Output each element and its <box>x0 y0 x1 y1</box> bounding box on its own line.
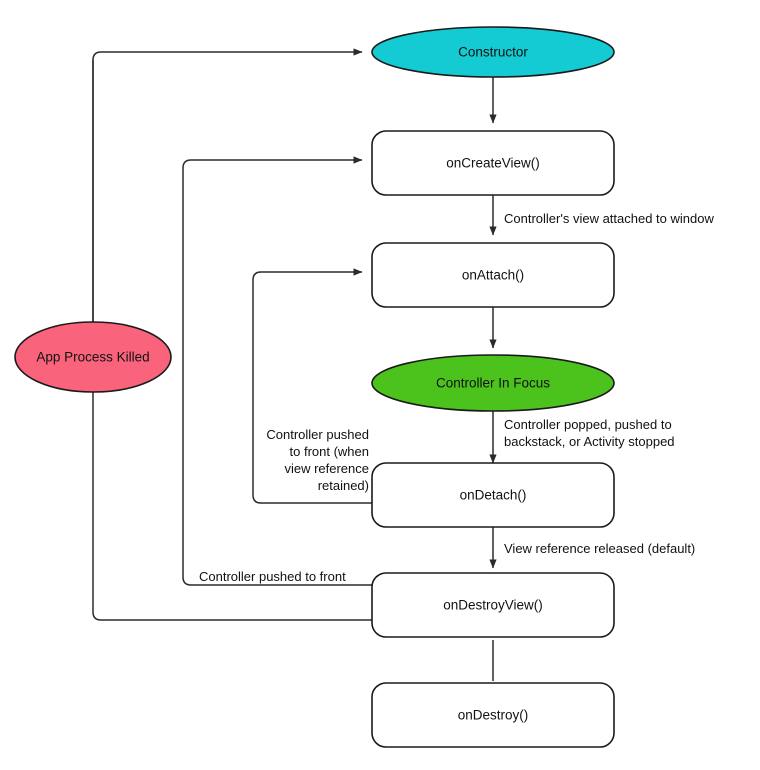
node-oncreateview-label: onCreateView() <box>446 156 540 171</box>
node-app-process-killed-label: App Process Killed <box>36 350 149 365</box>
node-ondestroyview-label: onDestroyView() <box>443 598 543 613</box>
node-ondetach-shape[interactable] <box>371 462 615 528</box>
node-constructor-shape[interactable] <box>371 26 615 78</box>
edge-label-popped-line1: Controller popped, pushed to <box>504 417 672 432</box>
node-controller-in-focus-shape[interactable] <box>371 354 615 412</box>
node-controller-in-focus[interactable]: Controller In Focus <box>371 354 615 412</box>
node-oncreateview-shape[interactable] <box>371 130 615 196</box>
edge-label-pushed-retained-line2: to front (when <box>290 444 370 459</box>
node-controller-in-focus-label: Controller In Focus <box>436 376 550 391</box>
node-onattach-shape[interactable] <box>371 242 615 308</box>
node-app-process-killed[interactable]: App Process Killed <box>14 321 172 393</box>
edge-label-pushed-retained-line4: retained) <box>318 478 369 493</box>
edge-label-view-released: View reference released (default) <box>504 541 695 556</box>
node-ondetach-label: onDetach() <box>460 488 527 503</box>
edge-label-pushed-retained-line3: view reference <box>284 461 369 476</box>
node-ondetach[interactable]: onDetach() <box>371 462 615 528</box>
node-ondestroyview-shape[interactable] <box>371 572 615 638</box>
node-ondestroy-shape[interactable] <box>371 682 615 748</box>
node-onattach-label: onAttach() <box>462 268 524 283</box>
edge-label-pushed-to-front: Controller pushed to front <box>199 569 346 584</box>
node-constructor-label: Constructor <box>458 45 528 60</box>
node-ondestroyview[interactable]: onDestroyView() <box>371 572 615 638</box>
edge-label-layer: Controller's view attached to window Con… <box>199 211 714 584</box>
node-ondestroy[interactable]: onDestroy() <box>371 682 615 748</box>
node-app-process-killed-shape[interactable] <box>14 321 172 393</box>
edge-label-pushed-retained-line1: Controller pushed <box>266 427 369 442</box>
node-oncreateview[interactable]: onCreateView() <box>371 130 615 196</box>
edge-label-view-attached: Controller's view attached to window <box>504 211 714 226</box>
node-constructor[interactable]: Constructor <box>371 26 615 78</box>
edge-label-popped-line2: backstack, or Activity stopped <box>504 434 675 449</box>
edge-ondetach-to-onattach <box>252 268 372 504</box>
node-layer: Constructor onCreateView() onAttach() Co… <box>14 26 615 748</box>
node-ondestroy-label: onDestroy() <box>458 708 529 723</box>
edge-ondestroyview-to-oncreateview <box>182 156 372 586</box>
node-onattach[interactable]: onAttach() <box>371 242 615 308</box>
